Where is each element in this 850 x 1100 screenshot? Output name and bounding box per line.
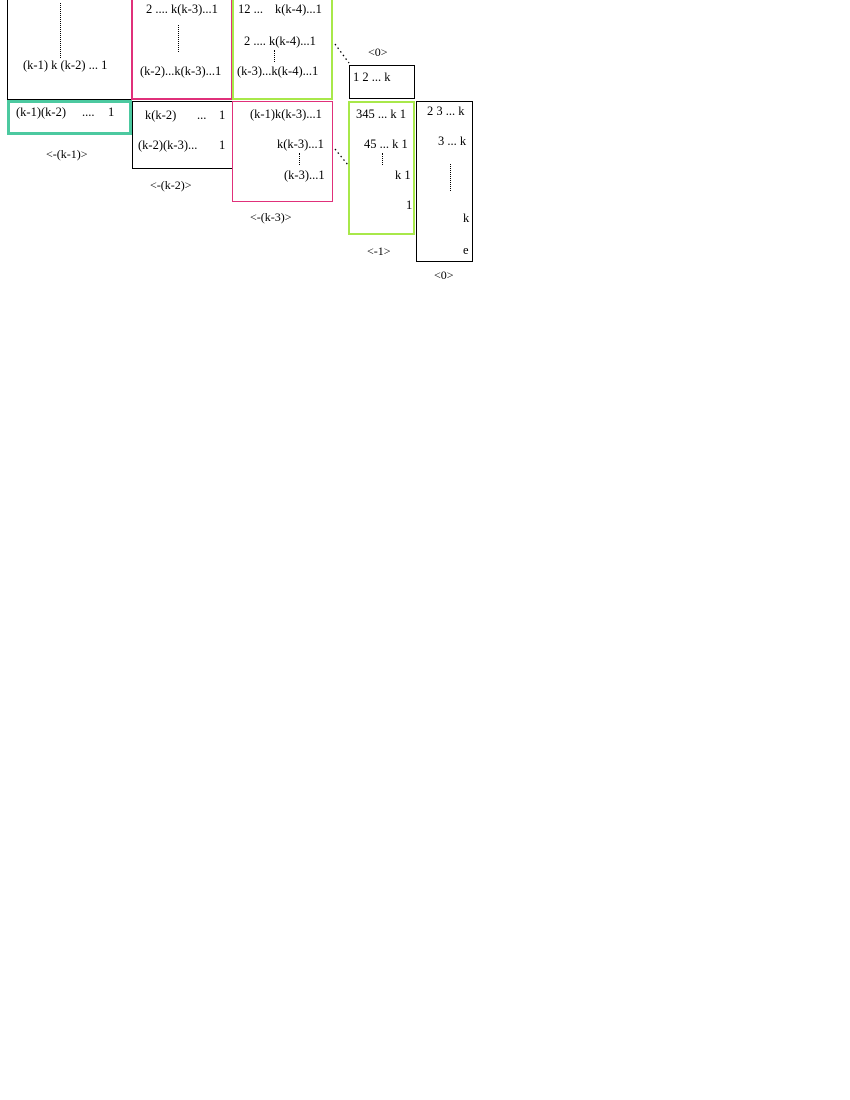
dotted-connector-top — [334, 43, 350, 64]
col3-top-row1-b: k(k-4)...1 — [275, 2, 322, 16]
col1-caption: <-(k-1)> — [46, 147, 88, 161]
col2-bottom-row1-c: 1 — [219, 108, 226, 122]
col1-top-row-last: (k-1) k (k-2) ... 1 — [23, 58, 108, 72]
col4-top-row1: 1 2 ... k — [353, 70, 391, 84]
col3-top-row-last: (k-3)...k(k-4)...1 — [237, 64, 319, 78]
col4-bottom-row2: 45 ... k 1 — [364, 137, 408, 151]
col3-top-row2: 2 .... k(k-4)...1 — [244, 34, 316, 48]
col2-top-row1: 2 .... k(k-3)...1 — [146, 2, 218, 16]
col1-bottom-row1-a: (k-1)(k-2) — [16, 105, 66, 119]
col3-top-box: 12 ... k(k-4)...1 2 .... k(k-4)...1 (k-3… — [232, 0, 333, 100]
vertical-ellipsis — [382, 153, 383, 165]
col5-caption: <0> — [434, 268, 454, 282]
col2-bottom-box: k(k-2) ... 1 (k-2)(k-3)... 1 — [132, 101, 233, 169]
col1-top-box: (k-1) k (k-2) ... 1 — [7, 0, 132, 100]
col5-row4: e — [463, 243, 469, 257]
col3-top-row1-a: 12 ... — [238, 2, 263, 16]
col1-bottom-row1-b: .... — [82, 105, 95, 119]
col5-row3: k — [463, 211, 470, 225]
dotted-connector-bottom — [334, 148, 349, 166]
col2-bottom-row2-a: (k-2)(k-3)... — [138, 138, 198, 152]
col5-row2: 3 ... k — [438, 134, 467, 148]
col2-bottom-row2-b: 1 — [219, 138, 226, 152]
col1-bottom-row1-c: 1 — [108, 105, 115, 119]
col2-caption: <-(k-2)> — [150, 178, 192, 192]
col3-bottom-row1: (k-1)k(k-3)...1 — [250, 107, 322, 121]
col5-box: 2 3 ... k 3 ... k k e — [416, 101, 473, 262]
col4-bottom-row3: k 1 — [395, 168, 411, 182]
col2-top-row-last: (k-2)...k(k-3)...1 — [140, 64, 222, 78]
col5-row1: 2 3 ... k — [427, 104, 465, 118]
col2-bottom-row1-b: ... — [197, 108, 207, 122]
col4-top-caption: <0> — [368, 45, 388, 59]
col2-top-box: 2 .... k(k-3)...1 (k-2)...k(k-3)...1 — [131, 0, 233, 100]
col3-bottom-box: (k-1)k(k-3)...1 k(k-3)...1 (k-3)...1 — [232, 101, 333, 202]
vertical-ellipsis — [299, 153, 300, 165]
col4-caption: <-1> — [367, 244, 391, 258]
col3-bottom-row2: k(k-3)...1 — [277, 137, 324, 151]
vertical-ellipsis — [274, 50, 275, 62]
vertical-ellipsis — [178, 25, 179, 52]
col3-caption: <-(k-3)> — [250, 210, 292, 224]
col4-bottom-box: 345 ... k 1 45 ... k 1 k 1 1 — [348, 101, 415, 235]
col2-bottom-row1-a: k(k-2) — [145, 108, 177, 122]
vertical-ellipsis — [450, 164, 451, 191]
col1-bottom-box: (k-1)(k-2) .... 1 — [7, 100, 132, 135]
col4-bottom-row1: 345 ... k 1 — [356, 107, 406, 121]
col3-bottom-row-last: (k-3)...1 — [284, 168, 325, 182]
vertical-ellipsis — [60, 3, 61, 58]
col4-top-box: 1 2 ... k — [349, 65, 415, 99]
col4-bottom-row4: 1 — [406, 198, 413, 212]
